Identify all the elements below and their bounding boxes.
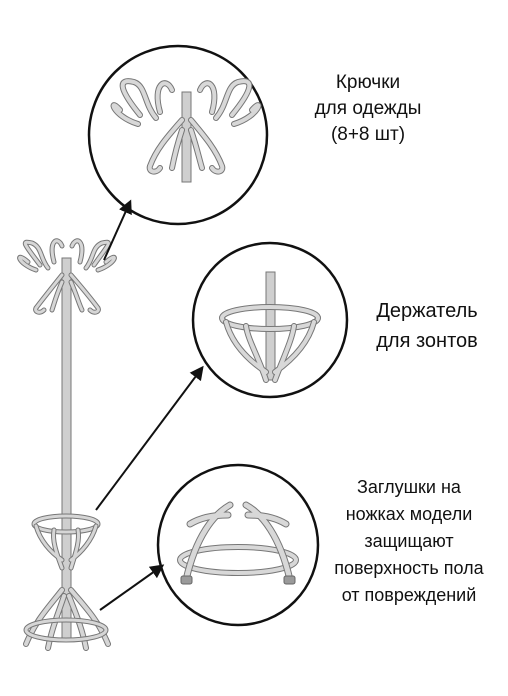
hooks-detail [87,44,269,226]
leg-caps-detail [156,463,320,627]
label-umbrella-line-2: для зонтов [376,330,478,352]
label-hooks-line-1: Крючки [335,72,401,93]
callout-arrow-hooks [103,199,132,261]
callout-arrow-caps [99,564,165,611]
label-hooks-line-2: для одежды [314,98,422,119]
label-umbrella-line-1: Держатель [376,300,478,322]
coat-rack-illustration [17,238,117,651]
label-caps-line-3: защищают [364,531,454,551]
label-caps-line-2: ножках модели [345,504,473,524]
callout-arrows [95,199,204,611]
callout-arrow-umbrella [95,365,204,511]
label-leg-caps: Заглушки на ножках модели защищают повер… [314,474,504,609]
label-umbrella-holder: Держатель для зонтов [352,296,502,356]
umbrella-holder-detail [191,241,349,399]
label-caps-line-1: Заглушки на [357,477,461,497]
label-hooks-line-3: (8+8 шт) [330,124,406,145]
label-caps-line-5: от повреждений [341,585,477,605]
label-hooks: Крючки для одежды (8+8 шт) [288,70,448,148]
top-hooks-fill [18,239,116,272]
label-caps-line-4: поверхность пола [334,558,484,578]
